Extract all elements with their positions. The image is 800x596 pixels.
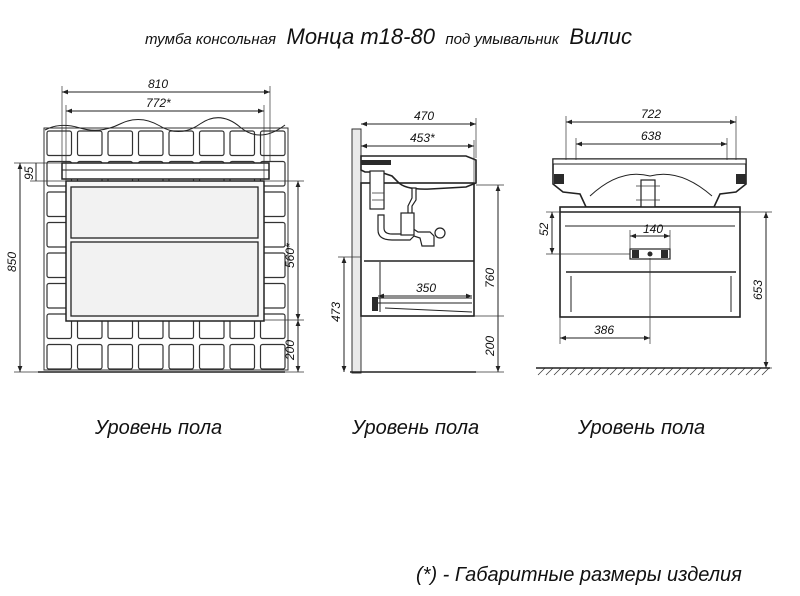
mount-bolt-right bbox=[661, 250, 668, 258]
back-view: 722 638 140 52 386 653 Уровень пола bbox=[536, 107, 772, 439]
title-middle: под умывальник bbox=[445, 31, 559, 48]
hatch-line bbox=[545, 367, 554, 376]
hatch-line bbox=[673, 367, 682, 376]
dim-52: 52 bbox=[537, 222, 551, 236]
dim-810: 810 bbox=[148, 77, 168, 91]
hatch-line bbox=[681, 367, 690, 376]
dim-386: 386 bbox=[594, 323, 614, 337]
title-line: тумба консольная Монца т18-80 под умывал… bbox=[145, 24, 632, 49]
basin-bowl bbox=[589, 173, 713, 197]
hatch-line bbox=[705, 367, 714, 376]
floor-label-back: Уровень пола bbox=[577, 417, 705, 439]
hatch-line bbox=[697, 367, 706, 376]
dim-350: 350 bbox=[416, 281, 436, 295]
title-model: Монца т18-80 bbox=[287, 24, 436, 49]
front-drawer-lower bbox=[70, 241, 259, 317]
dim-760: 760 bbox=[483, 268, 497, 288]
hatch-line bbox=[609, 367, 618, 376]
drawer-stop bbox=[372, 297, 378, 311]
hatch-line bbox=[713, 367, 722, 376]
hatch-line bbox=[577, 367, 586, 376]
siphon-detail bbox=[636, 185, 660, 201]
hatch-line bbox=[729, 367, 738, 376]
mount-hole bbox=[647, 251, 653, 257]
dim-453: 453* bbox=[410, 131, 435, 145]
wall-tile bbox=[198, 130, 225, 157]
dim-200-side: 200 bbox=[483, 336, 497, 357]
wall-tile bbox=[137, 130, 164, 157]
wall-tile bbox=[76, 343, 103, 370]
mount-bolt-left bbox=[632, 250, 639, 258]
dim-140: 140 bbox=[643, 222, 663, 236]
hatch-line bbox=[761, 367, 770, 376]
siphon-cap bbox=[434, 227, 446, 239]
wall-tile bbox=[137, 343, 164, 370]
hatch-line bbox=[753, 367, 762, 376]
side-view: 470 453* 350 473 760 200 Уровень пола bbox=[329, 109, 504, 439]
wall-tile bbox=[46, 130, 73, 157]
basin-rim bbox=[552, 158, 747, 165]
dim-95: 95 bbox=[22, 166, 36, 180]
hatch-line bbox=[641, 367, 650, 376]
footnote: (*) - Габаритные размеры изделия bbox=[416, 564, 742, 586]
wall-tile bbox=[229, 130, 256, 157]
wall-tile bbox=[259, 130, 286, 157]
hatch-line bbox=[569, 367, 578, 376]
dim-653: 653 bbox=[751, 280, 765, 300]
wall-tile bbox=[198, 343, 225, 370]
floor-label-side: Уровень пола bbox=[351, 417, 479, 439]
wall-tile bbox=[229, 343, 256, 370]
hatch-line bbox=[649, 367, 658, 376]
hatch-line bbox=[585, 367, 594, 376]
wall-tile bbox=[107, 130, 134, 157]
front-view: 810 772* 850 95 560* 200 Уровень пола bbox=[5, 77, 304, 439]
floor-hatch bbox=[537, 367, 770, 376]
hatch-line bbox=[745, 367, 754, 376]
wall-top-edge bbox=[44, 117, 286, 136]
dim-772: 772* bbox=[146, 96, 171, 110]
wall-tile bbox=[76, 130, 103, 157]
hatch-line bbox=[593, 367, 602, 376]
title-basin: Вилис bbox=[569, 24, 632, 49]
hatch-line bbox=[689, 367, 698, 376]
basin-top bbox=[61, 162, 270, 180]
hatch-line bbox=[665, 367, 674, 376]
title-prefix: тумба консольная bbox=[145, 31, 276, 48]
drawer-rail bbox=[372, 297, 473, 313]
hatch-line bbox=[553, 367, 562, 376]
wall-tile bbox=[107, 343, 134, 370]
basin-bracket bbox=[361, 160, 391, 165]
wall-section bbox=[351, 128, 362, 374]
hatch-line bbox=[617, 367, 626, 376]
hatch-line bbox=[625, 367, 634, 376]
wall-tile bbox=[46, 343, 73, 370]
dim-850: 850 bbox=[5, 252, 19, 272]
hatch-line bbox=[657, 367, 666, 376]
hatch-line bbox=[737, 367, 746, 376]
dim-470: 470 bbox=[414, 109, 434, 123]
dim-638: 638 bbox=[641, 129, 661, 143]
valve-detail bbox=[372, 192, 384, 201]
hatch-line bbox=[721, 367, 730, 376]
hatch-line bbox=[601, 367, 610, 376]
basin-bracket-left bbox=[554, 174, 564, 184]
hatch-line bbox=[537, 367, 546, 376]
tile-frame bbox=[43, 127, 289, 371]
dim-473: 473 bbox=[329, 302, 343, 322]
floor-label-front: Уровень пола bbox=[94, 417, 222, 439]
water-supply bbox=[369, 170, 385, 210]
siphon-trap bbox=[400, 212, 415, 236]
basin-bracket-right bbox=[736, 174, 746, 184]
front-drawer-upper bbox=[70, 186, 259, 239]
hatch-line bbox=[633, 367, 642, 376]
wall-tile bbox=[168, 343, 195, 370]
dim-200-front: 200 bbox=[283, 340, 297, 361]
hatch-line bbox=[561, 367, 570, 376]
wall-tile bbox=[259, 343, 286, 370]
wall-tile bbox=[168, 130, 195, 157]
dim-560: 560* bbox=[283, 243, 297, 268]
dim-722: 722 bbox=[641, 107, 661, 121]
